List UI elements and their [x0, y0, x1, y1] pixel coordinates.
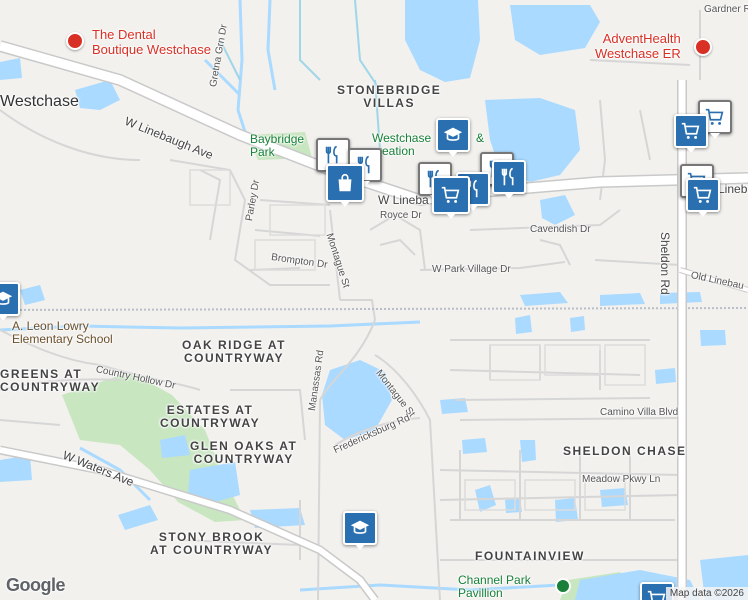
residential-blocks: [189, 169, 646, 511]
street-label-gardner: Gardner Rd: [704, 4, 748, 15]
street-label-camino-villa: Camino Villa Blvd: [600, 407, 679, 418]
area-label-westchase: Westchase: [0, 93, 79, 110]
restaurant-icon: [501, 167, 514, 186]
pin-shopping-cart-cluster[interactable]: [432, 176, 470, 219]
pin-school-south[interactable]: [343, 511, 377, 550]
shopping-cart-icon: [441, 186, 460, 203]
channel-park-marker[interactable]: [555, 578, 571, 594]
shopping-cart-icon: [705, 108, 724, 125]
restaurant-icon: [325, 145, 338, 164]
pin-shopping-bag[interactable]: [326, 164, 364, 207]
map-attribution[interactable]: Map data ©2026: [665, 587, 748, 600]
street-label-linebaugh-right: Linebau: [718, 182, 748, 196]
area-label-fountainview: FOUNTAINVIEW: [475, 549, 585, 563]
street-label-royce: Royce Dr: [380, 210, 422, 221]
pin-cart-right-2[interactable]: [686, 178, 720, 217]
shopping-cart-icon: [647, 590, 666, 600]
local-roads: [0, 10, 701, 600]
area-label-sheldon-chase: SHELDON CHASE: [563, 444, 687, 458]
shopping-bag-icon: [338, 173, 352, 192]
canals: [0, 0, 561, 592]
advent-marker[interactable]: [694, 38, 712, 56]
street-label-sheldon: Sheldon Rd: [658, 232, 672, 295]
street-label-w-linebaugh-short: W Lineba: [378, 193, 429, 207]
school-icon: [350, 520, 370, 534]
poi-label-ampersand: &: [476, 131, 485, 145]
street-label-cavendish: Cavendish Dr: [530, 224, 591, 235]
street-label-w-park-village: W Park Village Dr: [432, 264, 511, 275]
restaurant-icon: [357, 155, 370, 174]
school-icon: [443, 127, 463, 141]
restaurant-icon: [427, 169, 440, 188]
pin-cart-right-1[interactable]: [674, 114, 708, 153]
shopping-cart-icon: [693, 186, 712, 203]
google-logo: Google: [6, 575, 66, 595]
pin-restaurant-rec[interactable]: [492, 160, 526, 199]
school-icon: [0, 291, 13, 305]
shopping-cart-icon: [681, 122, 700, 139]
neighborhood-paths: [219, 0, 381, 151]
dental-marker[interactable]: [66, 32, 84, 50]
rail-line: [0, 307, 748, 311]
street-label-meadow-pkwy: Meadow Pkwy Ln: [582, 474, 661, 485]
pin-school-rec[interactable]: [436, 118, 470, 157]
pin-school-leon-lowry[interactable]: [0, 282, 20, 321]
